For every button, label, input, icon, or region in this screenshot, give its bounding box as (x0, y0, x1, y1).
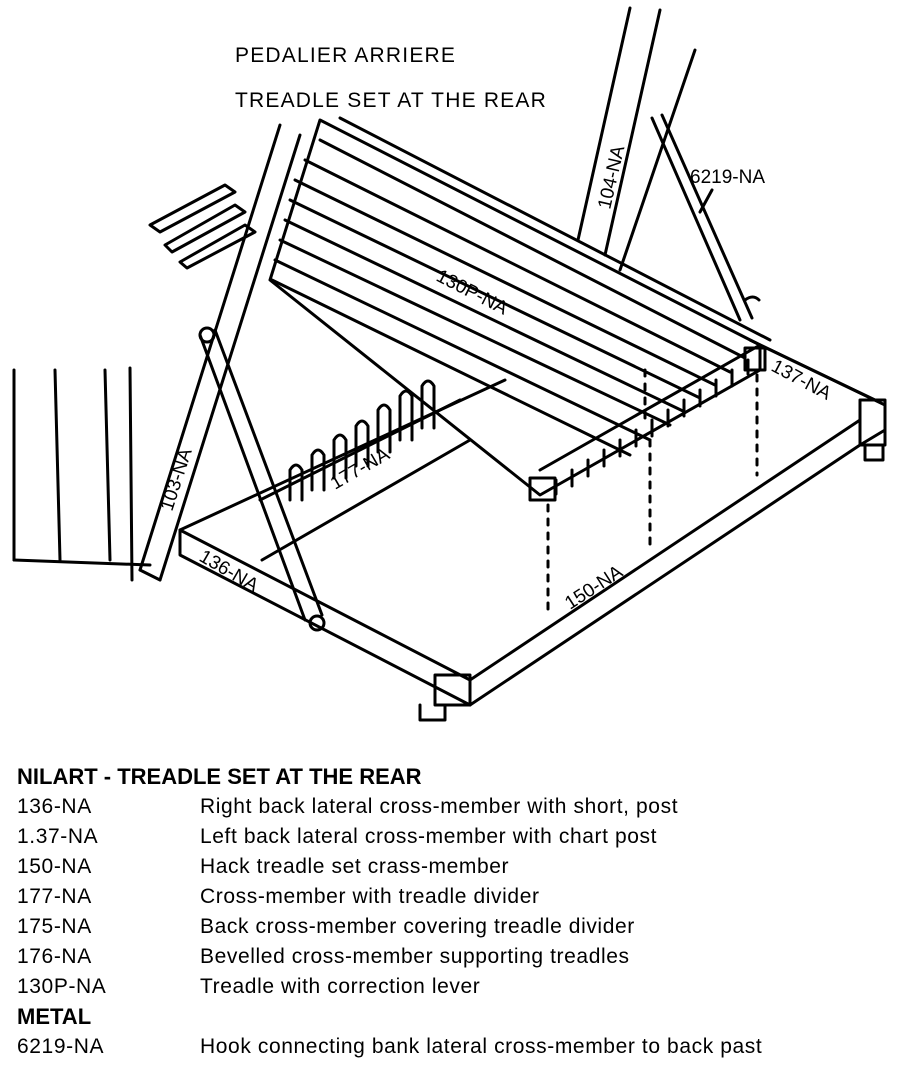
part-code: 136-NA (17, 795, 92, 818)
part-code: 177-NA (17, 885, 92, 908)
legend-title: NILART - TREADLE SET AT THE REAR (17, 764, 422, 789)
part-description: Cross-member with treadle divider (200, 885, 540, 908)
part-description: Bevelled cross-member supporting treadle… (200, 945, 630, 968)
part-code: 1.37-NA (17, 825, 99, 848)
part-code: 150-NA (17, 855, 92, 878)
part-code: 6219-NA (17, 1035, 105, 1058)
metal-title: METAL (17, 1004, 92, 1029)
treadle-set-drawing: PEDALIER ARRIERE TREADLE SET AT THE REAR… (12, 6, 887, 722)
part-row: 150-NA Hack treadle set crass-member (17, 852, 887, 882)
part-description: Left back lateral cross-member with char… (200, 825, 658, 848)
label-6219-na: 6219-NA (690, 167, 765, 188)
header-french: PEDALIER ARRIERE (235, 44, 456, 67)
loom-side-posts (12, 366, 152, 582)
treadles-130p (268, 116, 772, 502)
part-description: Right back lateral cross-member with sho… (200, 795, 679, 818)
header-english: TREADLE SET AT THE REAR (235, 89, 547, 112)
label-130p-na: 130P-NA (433, 266, 512, 320)
part-row: 175-NA Back cross-member covering treadle… (17, 912, 887, 942)
part-row: 177-NA Cross-member with treadle divider (17, 882, 887, 912)
side-treadles (148, 183, 257, 270)
part-description: Hack treadle set crass-member (200, 855, 510, 878)
upright-post-104 (576, 6, 697, 272)
label-104-na: 104-NA (594, 143, 629, 211)
part-description: Hook connecting bank lateral cross-membe… (200, 1035, 763, 1058)
brace-left (198, 326, 326, 632)
part-code: 175-NA (17, 915, 92, 938)
parts-list: 136-NA Right back lateral cross-member wi… (17, 792, 887, 1002)
assembly-dashes (546, 368, 759, 612)
part-row: 130P-NA Treadle with correction lever (17, 972, 887, 1002)
part-description: Treadle with correction lever (200, 975, 481, 998)
metal-parts-list: 6219-NA Hook connecting bank lateral cros… (17, 1032, 887, 1062)
part-row: 176-NA Bevelled cross-member supporting t… (17, 942, 887, 972)
hook-6219 (650, 113, 761, 322)
part-description: Back cross-member covering treadle divid… (200, 915, 635, 938)
part-row: 136-NA Right back lateral cross-member wi… (17, 792, 887, 822)
part-code: 130P-NA (17, 975, 107, 998)
part-row: 6219-NA Hook connecting bank lateral cros… (17, 1032, 887, 1062)
parts-legend: NILART - TREADLE SET AT THE REAR 136-NA R… (17, 762, 887, 1062)
base-frame (178, 338, 887, 722)
part-row: 1.37-NA Left back lateral cross-member wi… (17, 822, 887, 852)
part-code: 176-NA (17, 945, 92, 968)
upright-post-103 (138, 123, 302, 582)
